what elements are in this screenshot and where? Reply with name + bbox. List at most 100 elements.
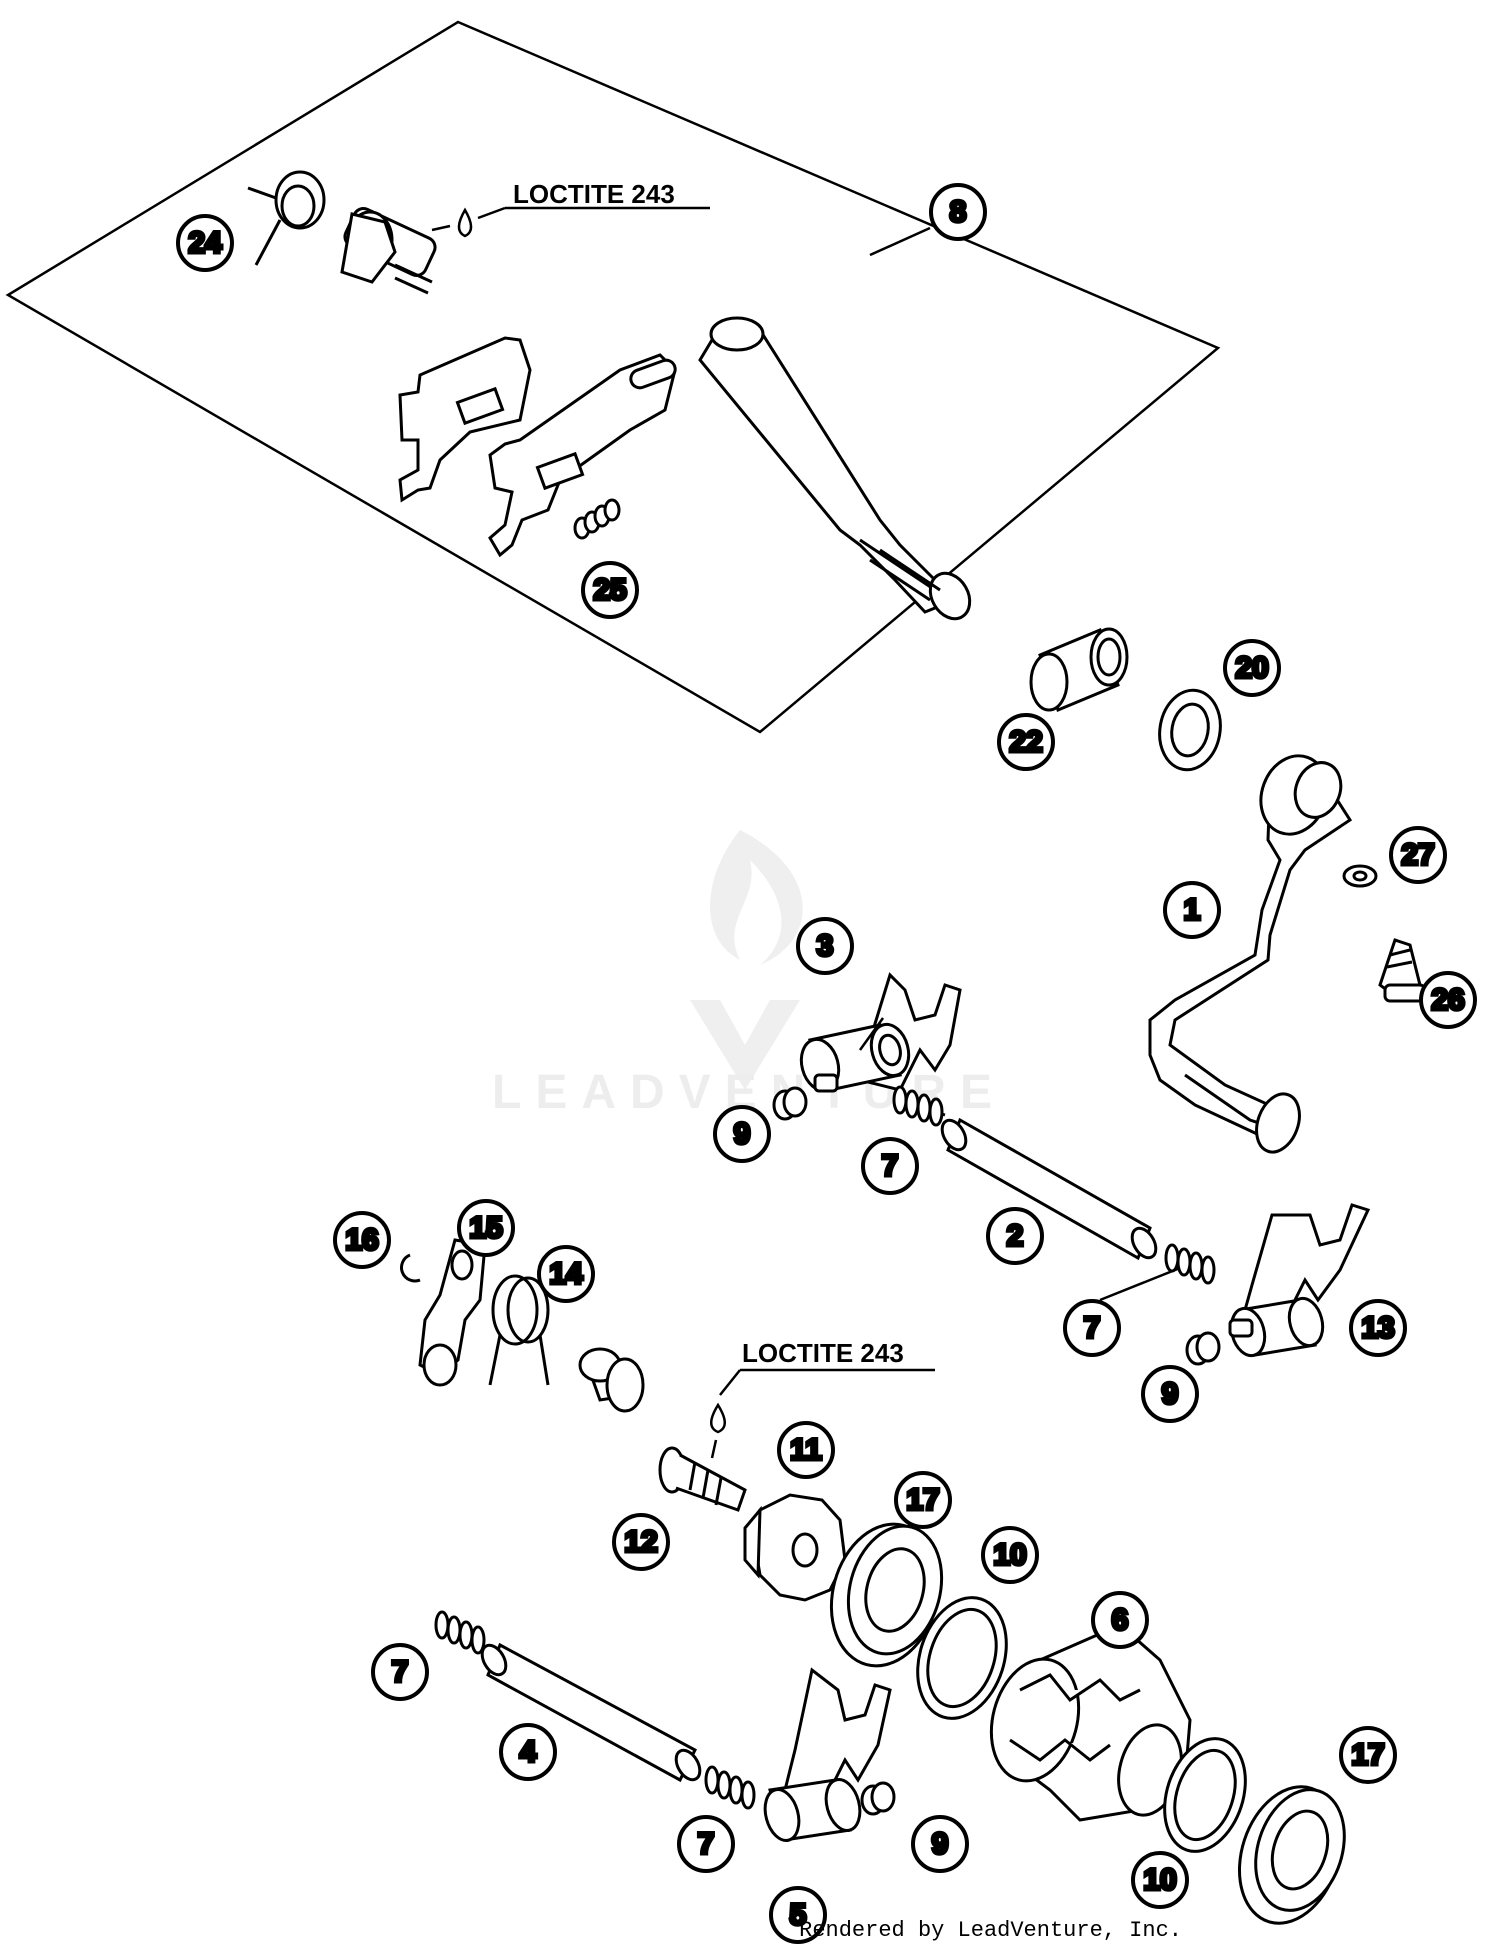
part-shift-drum-6	[989, 1623, 1192, 1822]
part-spring-14	[488, 1274, 550, 1386]
part-roller-9b	[1185, 1331, 1221, 1366]
part-shift-fork-13	[1228, 1203, 1371, 1358]
svg-text:15: 15	[469, 1212, 502, 1245]
loctite-drop-top	[431, 206, 710, 238]
part-shift-shaft	[698, 316, 972, 621]
part-shift-fork-3	[799, 972, 962, 1093]
part-bolt-26	[1378, 938, 1427, 1003]
part-bolt-upper	[340, 207, 437, 295]
svg-text:12: 12	[624, 1526, 657, 1559]
part-circlip-16	[400, 1253, 421, 1283]
svg-text:5: 5	[790, 1899, 807, 1932]
callout-6: 6	[1091, 1591, 1149, 1649]
watermark-logo: LEADVENTURE	[492, 830, 992, 1119]
callout-9b: 9	[1141, 1365, 1199, 1423]
callout-1: 1	[1163, 881, 1221, 939]
callout-26: 26	[1419, 971, 1477, 1029]
svg-text:16: 16	[345, 1224, 378, 1257]
callout-15: 15	[457, 1199, 515, 1257]
part-locking-lever-15	[418, 1238, 487, 1387]
part-shift-fork-5	[763, 1667, 892, 1842]
callout-27: 27	[1389, 826, 1447, 884]
part-drum-locating-11	[743, 1493, 847, 1602]
callout-22: 22	[997, 713, 1055, 771]
callout-12: 12	[612, 1513, 670, 1571]
callout-9a: 9	[713, 1105, 771, 1163]
loctite-drop-bottom	[710, 1368, 935, 1459]
svg-text:10: 10	[993, 1539, 1026, 1572]
callout-20: 20	[1223, 639, 1281, 697]
part-roller-9c	[860, 1781, 896, 1816]
svg-text:9: 9	[1162, 1378, 1179, 1411]
svg-text:9: 9	[734, 1118, 751, 1151]
part-washer-27	[1342, 864, 1378, 888]
part-seal-20	[1158, 688, 1222, 772]
callout-10b: 10	[1131, 1851, 1189, 1909]
part-spring-7a	[892, 1085, 946, 1127]
svg-text:14: 14	[549, 1258, 583, 1291]
svg-text:20: 20	[1235, 652, 1268, 685]
callout-8: 8	[929, 183, 987, 241]
part-shift-plate-b	[488, 353, 677, 558]
part-rod-2	[940, 1117, 1158, 1261]
callout-17b: 17	[1339, 1726, 1397, 1784]
callout-25: 25	[581, 561, 639, 619]
svg-text:25: 25	[593, 574, 626, 607]
svg-text:26: 26	[1431, 984, 1464, 1017]
callout-16: 16	[333, 1211, 391, 1269]
svg-text:7: 7	[698, 1828, 715, 1861]
callouts: 8 24 25 20 22 27 1 26 3 9 7 2 16 15 14 7…	[176, 183, 1477, 1944]
svg-text:7: 7	[882, 1150, 899, 1183]
part-needle-bearing-22	[1029, 627, 1129, 713]
part-spring-24	[247, 170, 326, 266]
part-spring-25	[573, 498, 621, 540]
part-rod-4	[480, 1642, 702, 1783]
part-bearing-17b	[1237, 1785, 1346, 1925]
part-spring-7d	[704, 1765, 756, 1810]
svg-text:11: 11	[790, 1434, 822, 1467]
part-spring-7b	[1164, 1243, 1216, 1285]
callout-3: 3	[796, 917, 854, 975]
callout-24: 24	[176, 214, 234, 272]
part-roller-9a	[772, 1086, 808, 1121]
part-shim-10a	[916, 1596, 1008, 1720]
loctite-label-bottom: LOCTITE 243	[742, 1338, 904, 1368]
callout-9c: 9	[911, 1815, 969, 1873]
callout-10a: 10	[981, 1526, 1039, 1584]
part-screw-12	[658, 1446, 747, 1512]
svg-text:17: 17	[906, 1484, 939, 1517]
callout-7b: 7	[1063, 1299, 1121, 1357]
svg-text:3: 3	[817, 930, 834, 963]
svg-text:6: 6	[1112, 1604, 1129, 1637]
part-bearing-17a	[829, 1522, 944, 1668]
callout-4: 4	[499, 1723, 557, 1781]
svg-text:9: 9	[932, 1828, 949, 1861]
svg-text:10: 10	[1143, 1864, 1176, 1897]
part-shift-plate-a	[398, 336, 532, 503]
callout-14: 14	[537, 1245, 595, 1303]
part-spring-7c	[434, 1610, 486, 1655]
callout-13: 13	[1349, 1299, 1407, 1357]
footer-credit: Rendered by LeadVenture, Inc.	[799, 1918, 1182, 1943]
callout-5: 5	[769, 1886, 827, 1944]
svg-text:27: 27	[1401, 839, 1434, 872]
loctite-label-top: LOCTITE 243	[513, 179, 675, 209]
callout-17a: 17	[894, 1471, 952, 1529]
callout-2: 2	[986, 1207, 1044, 1265]
part-bolt-middle	[578, 1347, 645, 1413]
callout-7c: 7	[371, 1643, 429, 1701]
part-shift-lever-1	[1148, 754, 1353, 1154]
svg-text:13: 13	[1361, 1312, 1394, 1345]
svg-text:7: 7	[392, 1656, 409, 1689]
svg-text:1: 1	[1184, 894, 1201, 927]
svg-text:7: 7	[1084, 1312, 1101, 1345]
svg-text:8: 8	[950, 196, 967, 229]
callout-7a: 7	[861, 1137, 919, 1195]
svg-text:4: 4	[520, 1736, 537, 1769]
callout-7d: 7	[677, 1815, 735, 1873]
callout-11: 11	[777, 1421, 835, 1479]
part-shim-10b	[1163, 1737, 1247, 1853]
leader-lines	[858, 1017, 1181, 1302]
svg-text:2: 2	[1007, 1220, 1024, 1253]
